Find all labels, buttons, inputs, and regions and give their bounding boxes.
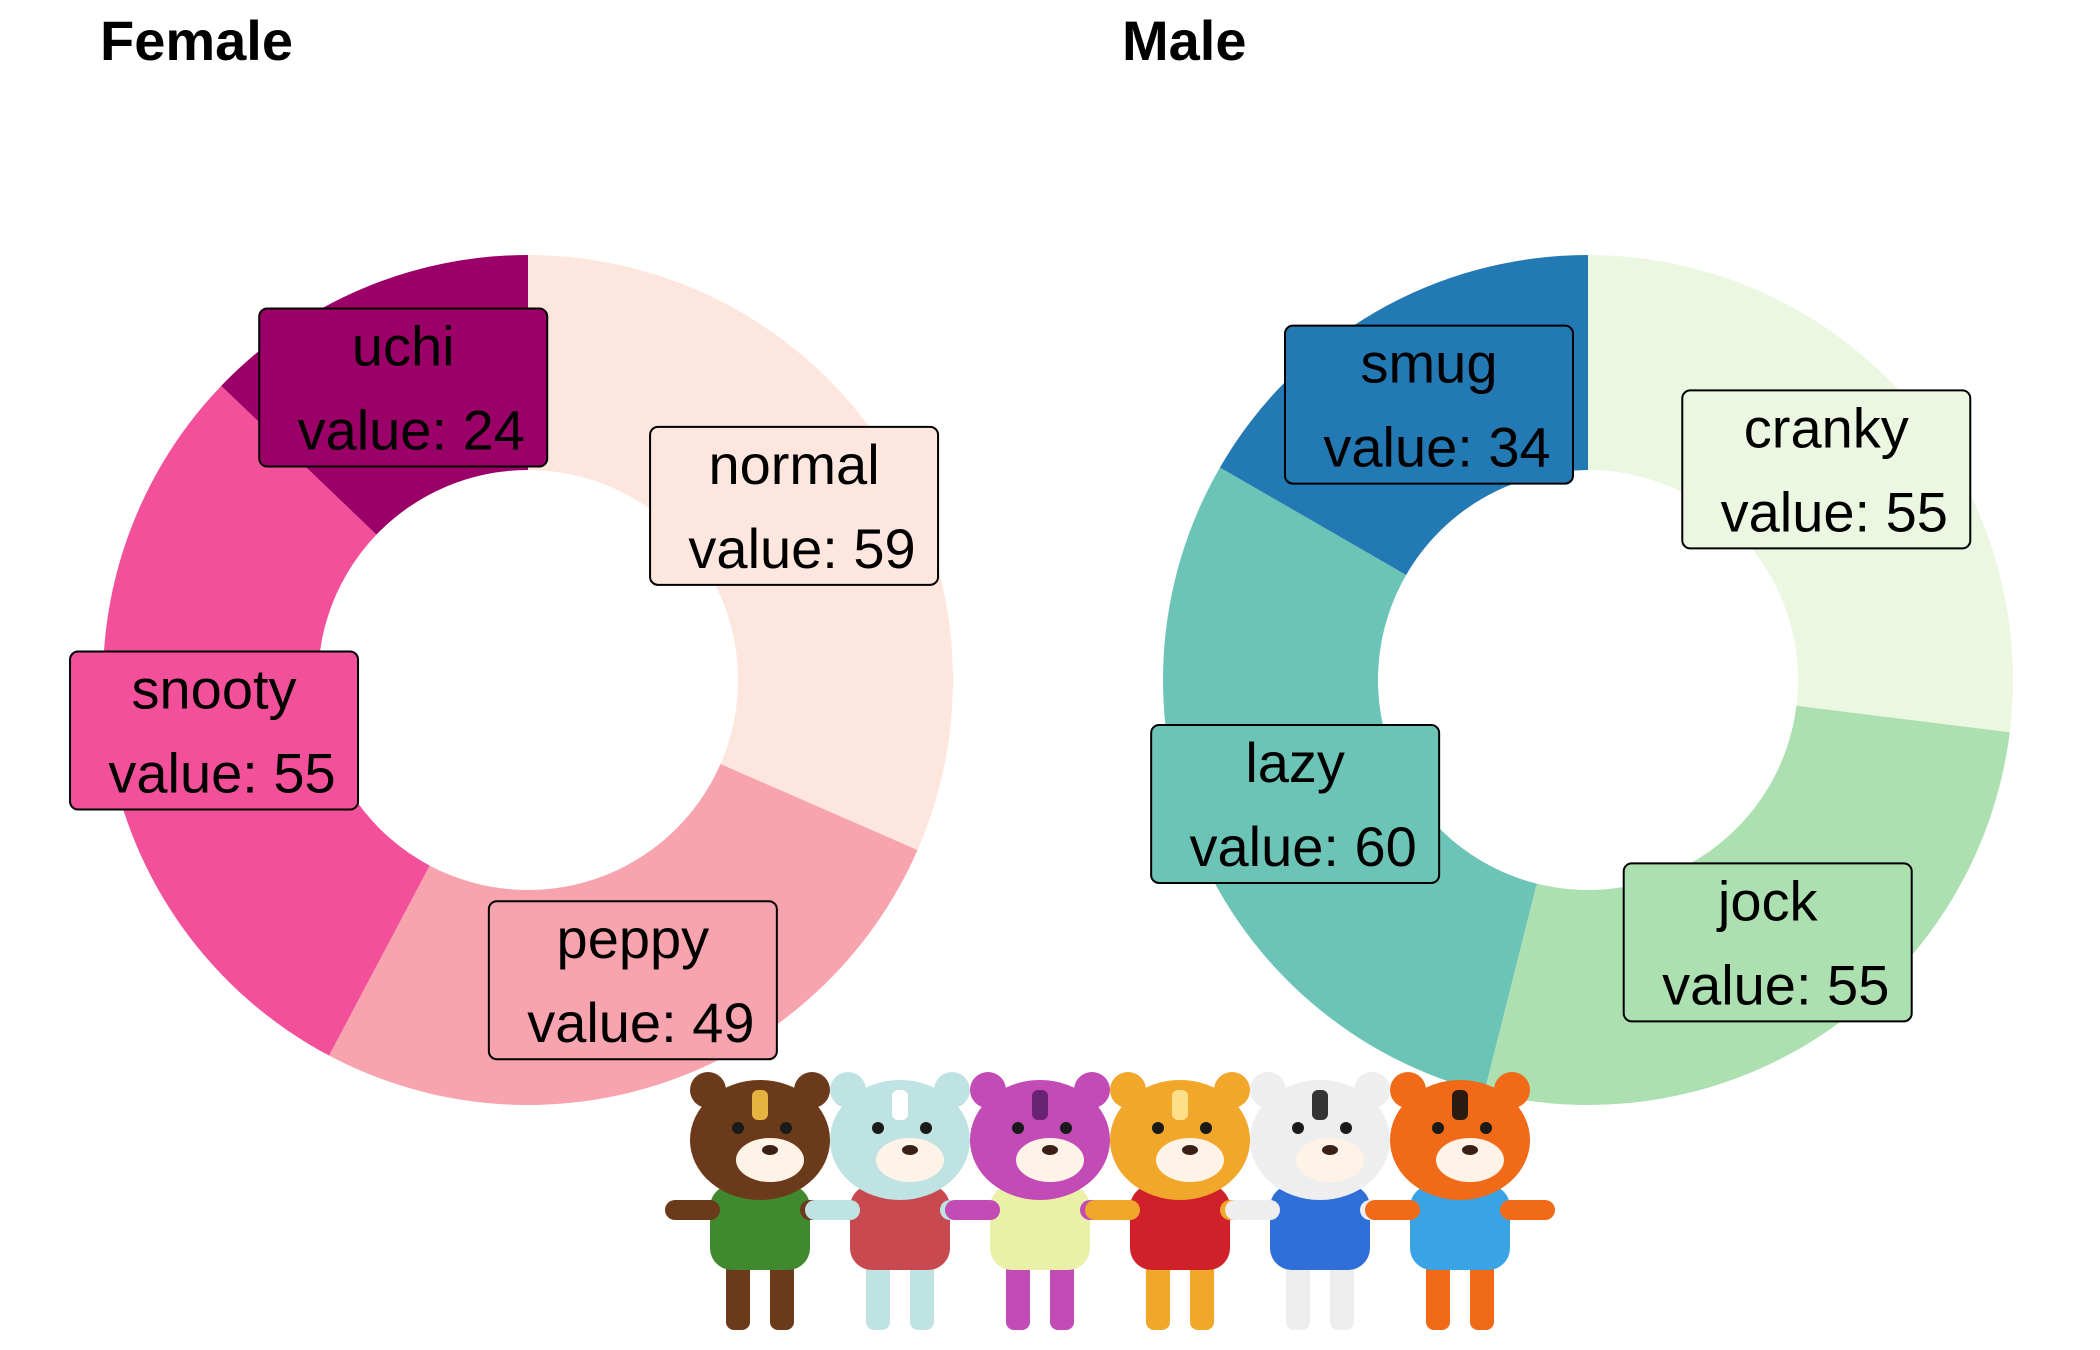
label-value-snooty: value: 55 bbox=[108, 742, 335, 805]
slice-label-snooty: snooty value: 55 bbox=[69, 650, 360, 811]
slice-label-normal: normal value: 59 bbox=[649, 425, 940, 586]
slice-label-smug: smug value: 34 bbox=[1284, 324, 1574, 485]
label-box-lazy bbox=[1150, 723, 1441, 884]
slice-label-cranky: cranky value: 55 bbox=[1681, 389, 1972, 550]
label-value-lazy: value: 60 bbox=[1190, 815, 1417, 878]
tiger-villager bbox=[1225, 1072, 1415, 1330]
label-box-jock bbox=[1622, 862, 1913, 1023]
label-box-cranky bbox=[1681, 389, 1972, 550]
slice-label-uchi: uchi value: 24 bbox=[258, 307, 549, 468]
tiger-villager bbox=[1365, 1072, 1555, 1330]
label-box-uchi bbox=[258, 307, 549, 468]
label-category-normal: normal bbox=[708, 433, 879, 496]
label-category-cranky: cranky bbox=[1744, 396, 1909, 459]
label-box-snooty bbox=[69, 650, 360, 811]
label-category-smug: smug bbox=[1361, 332, 1498, 395]
label-value-jock: value: 55 bbox=[1662, 953, 1889, 1016]
label-box-normal bbox=[649, 425, 940, 586]
label-category-peppy: peppy bbox=[557, 907, 710, 970]
label-value-smug: value: 34 bbox=[1323, 416, 1550, 479]
label-value-normal: value: 59 bbox=[688, 517, 915, 580]
slice-label-peppy: peppy value: 49 bbox=[487, 900, 778, 1061]
label-category-lazy: lazy bbox=[1245, 731, 1345, 794]
female-chart-title: Female bbox=[100, 9, 293, 72]
male-chart-title: Male bbox=[1122, 9, 1247, 72]
label-value-uchi: value: 24 bbox=[298, 399, 525, 462]
tiger-villager bbox=[805, 1072, 995, 1330]
label-category-uchi: uchi bbox=[352, 315, 455, 378]
tiger-villager bbox=[945, 1072, 1135, 1330]
tiger-villagers-illustration bbox=[665, 1072, 1555, 1330]
label-value-peppy: value: 49 bbox=[527, 991, 754, 1054]
slice-label-lazy: lazy value: 60 bbox=[1150, 723, 1441, 884]
tiger-villager bbox=[1085, 1072, 1275, 1330]
label-category-snooty: snooty bbox=[132, 658, 297, 721]
label-box-peppy bbox=[487, 900, 778, 1061]
slice-label-jock: jock value: 55 bbox=[1622, 862, 1913, 1023]
male-donut-chart: cranky value: 55 jock value: 55 lazy value: 6… bbox=[1150, 255, 2013, 1105]
label-box-smug bbox=[1284, 324, 1574, 485]
female-donut-chart: normal value: 59 peppy value: 49 snooty value… bbox=[69, 255, 953, 1105]
label-category-jock: jock bbox=[1716, 869, 1819, 932]
label-value-cranky: value: 55 bbox=[1721, 480, 1948, 543]
